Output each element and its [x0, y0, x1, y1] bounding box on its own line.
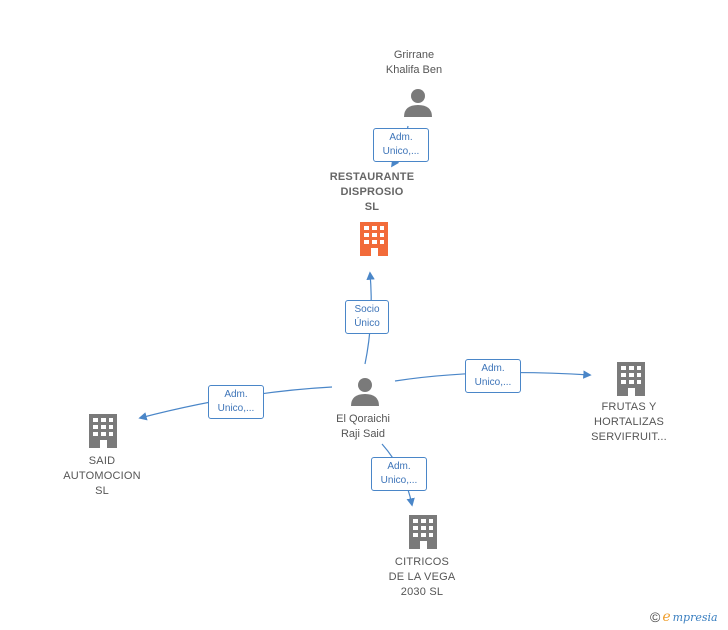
edge-label-qoraichi-restaurante[interactable]: Socio Único: [345, 300, 389, 334]
edge-label-qoraichi-said[interactable]: Adm. Unico,...: [208, 385, 264, 419]
node-label-frutas[interactable]: FRUTAS Y HORTALIZAS SERVIFRUIT...: [591, 401, 667, 443]
edge-label-qoraichi-frutas[interactable]: Adm. Unico,...: [465, 359, 521, 393]
building-icon[interactable]: [89, 414, 117, 448]
building-icon[interactable]: [409, 515, 437, 549]
building-icon[interactable]: [360, 222, 388, 256]
node-label-said[interactable]: SAID AUTOMOCION SL: [63, 455, 141, 497]
node-label-restaurante[interactable]: RESTAURANTE DISPROSIO SL: [329, 171, 415, 213]
person-icon[interactable]: [351, 378, 379, 406]
edge-label-qoraichi-citricos[interactable]: Adm. Unico,...: [371, 457, 427, 491]
node-label-citricos[interactable]: CITRICOS DE LA VEGA 2030 SL: [388, 556, 456, 598]
building-icon[interactable]: [617, 362, 645, 396]
node-label-qoraichi[interactable]: El Qoraichi Raji Said: [336, 413, 390, 440]
node-label-grirrane[interactable]: Grirrane Khalifa Ben: [385, 49, 443, 76]
edge-label-grirrane-restaurante[interactable]: Adm. Unico,...: [373, 128, 429, 162]
copyright-icon: ©: [650, 609, 661, 625]
person-icon[interactable]: [404, 89, 432, 117]
brand-logo-initial: e: [662, 609, 671, 625]
brand-logo-text: mpresia: [672, 610, 718, 624]
